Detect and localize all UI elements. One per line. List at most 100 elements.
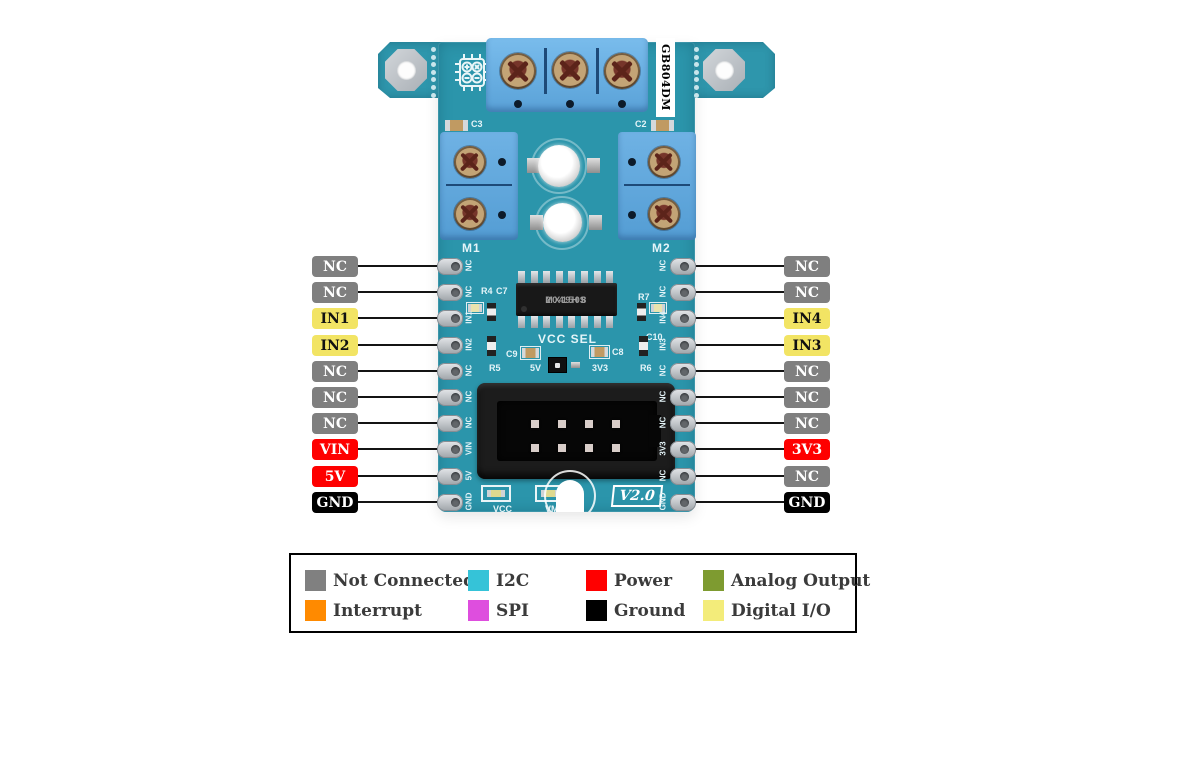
cap-outline bbox=[520, 346, 541, 360]
smd-led bbox=[468, 304, 482, 312]
pin-wire-right-1 bbox=[687, 291, 784, 293]
ic-pin-bottom-4 bbox=[568, 316, 575, 328]
silk-sel-5v: 5V bbox=[530, 363, 542, 373]
via-dot bbox=[694, 85, 699, 90]
pin-label-right-0-nc: NC bbox=[784, 256, 830, 277]
legend-swatch-ground bbox=[586, 600, 607, 621]
silk-r4: R4 bbox=[481, 286, 493, 296]
smd-capacitor-c9 bbox=[522, 348, 539, 358]
pin-pad-left-7 bbox=[437, 441, 463, 458]
idc-pin-0-2 bbox=[585, 420, 593, 428]
m2-screw-icon bbox=[648, 198, 680, 230]
pin-pad-right-3 bbox=[670, 337, 696, 354]
jumper-pad2 bbox=[571, 362, 580, 368]
pin-hole bbox=[451, 367, 460, 376]
pin-pad-left-3 bbox=[437, 337, 463, 354]
led-outline bbox=[649, 302, 667, 314]
via-dot bbox=[694, 47, 699, 52]
silk-sel-3v3: 3V3 bbox=[592, 363, 609, 373]
pin-label-left-3-in2: IN2 bbox=[312, 335, 358, 356]
pin-pad-right-9 bbox=[670, 494, 696, 511]
pin-wire-right-5 bbox=[687, 396, 784, 398]
legend-label-ground: Ground bbox=[614, 601, 686, 621]
silk-ring bbox=[544, 470, 596, 512]
board-model-label: GB804DM bbox=[656, 38, 675, 117]
smd-resistor bbox=[487, 303, 496, 321]
ic-pin-bottom-2 bbox=[543, 316, 550, 328]
mounting-hole-icon bbox=[714, 60, 734, 80]
terminal-separator bbox=[544, 48, 547, 94]
pin-pad-right-6 bbox=[670, 415, 696, 432]
cap-outline bbox=[589, 345, 610, 359]
pin-wire-left-5 bbox=[358, 396, 452, 398]
pin-label-right-2-in4: IN4 bbox=[784, 308, 830, 329]
pin-label-left-6-nc: NC bbox=[312, 413, 358, 434]
pin-label-left-7-vin: VIN bbox=[312, 439, 358, 460]
pin-pad-left-6 bbox=[437, 415, 463, 432]
pin-label-left-9-gnd: GND bbox=[312, 492, 358, 513]
silk-led-vcc: VCC bbox=[493, 504, 513, 514]
pin-hole bbox=[451, 288, 460, 297]
ic-pin-bottom-5 bbox=[581, 316, 588, 328]
pin-hole bbox=[680, 393, 689, 402]
pin-silk-left-7: VIN bbox=[464, 441, 474, 456]
ic-pin1-dot bbox=[521, 306, 527, 312]
silk-c9: C9 bbox=[506, 349, 518, 359]
silk-c7: C7 bbox=[496, 286, 508, 296]
pin-label-right-3-in3: IN3 bbox=[784, 335, 830, 356]
pin-hole bbox=[680, 472, 689, 481]
pin-hole bbox=[680, 419, 689, 428]
pin-hole bbox=[680, 262, 689, 271]
pin-label-left-5-nc: NC bbox=[312, 387, 358, 408]
pin-wire-right-0 bbox=[687, 265, 784, 267]
mounting-pad-right bbox=[703, 49, 745, 91]
board-cutout bbox=[556, 480, 584, 512]
terminal-divider bbox=[446, 184, 512, 186]
ic-pin-bottom-7 bbox=[606, 316, 613, 328]
cutout-zone bbox=[438, 458, 695, 512]
via-dot bbox=[431, 92, 436, 98]
pin-label-right-8-nc: NC bbox=[784, 466, 830, 487]
mounting-hole-icon bbox=[396, 60, 416, 80]
solder-tab bbox=[530, 215, 543, 230]
silk-m1: M1 bbox=[462, 241, 481, 255]
solder-tab bbox=[527, 158, 540, 173]
pin-wire-left-8 bbox=[358, 475, 452, 477]
smd-resistor bbox=[639, 336, 648, 356]
pin-hole bbox=[451, 341, 460, 350]
terminal-wire-hole bbox=[514, 100, 522, 108]
pin-pad-right-8 bbox=[670, 468, 696, 485]
silk-m2: M2 bbox=[652, 241, 671, 255]
idc-pin-1-1 bbox=[558, 444, 566, 452]
ic-pin-top-7 bbox=[606, 271, 613, 283]
pin-silk-right-2: IN4 bbox=[658, 311, 668, 324]
pin-hole bbox=[680, 445, 689, 454]
round-component bbox=[538, 145, 580, 187]
pin-label-left-2-in1: IN1 bbox=[312, 308, 358, 329]
pin-pad-left-9 bbox=[437, 494, 463, 511]
jumper-pad bbox=[555, 363, 560, 368]
silk-c3: C3 bbox=[471, 119, 483, 129]
silk-r5: R5 bbox=[489, 363, 501, 373]
ic-pin-top-0 bbox=[518, 271, 525, 283]
via-dot bbox=[694, 69, 699, 75]
driver-ic: MX1508 2049HS bbox=[516, 283, 617, 316]
round-component bbox=[543, 203, 582, 242]
ic-pin-top-2 bbox=[543, 271, 550, 283]
pin-pad-left-1 bbox=[437, 284, 463, 301]
capacitor-c3 bbox=[445, 120, 468, 131]
pin-label-left-1-nc: NC bbox=[312, 282, 358, 303]
idc-key-notch bbox=[649, 415, 661, 447]
pin-pad-left-0 bbox=[437, 258, 463, 275]
legend-swatch-spi bbox=[468, 600, 489, 621]
via-dot bbox=[431, 54, 436, 60]
pin-pad-right-0 bbox=[670, 258, 696, 275]
idc-connector bbox=[477, 383, 675, 479]
pin-label-right-4-nc: NC bbox=[784, 361, 830, 382]
pin-label-left-8-5v: 5V bbox=[312, 466, 358, 487]
pin-pad-right-4 bbox=[670, 363, 696, 380]
pin-label-right-7-3v3: 3V3 bbox=[784, 439, 830, 460]
pin-pad-left-2 bbox=[437, 310, 463, 327]
ic-pin-bottom-3 bbox=[556, 316, 563, 328]
pin-label-right-9-gnd: GND bbox=[784, 492, 830, 513]
